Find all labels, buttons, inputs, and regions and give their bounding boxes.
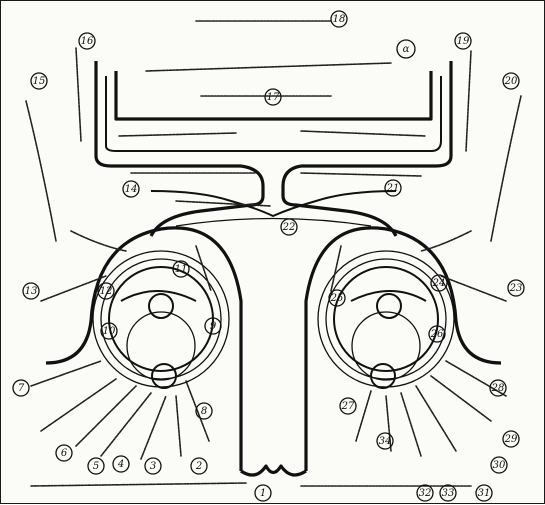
callout-7: 7 — [13, 380, 29, 396]
callout-24-label: 24 — [432, 278, 446, 289]
callout-26: 26 — [429, 326, 445, 342]
callout-31-label: 31 — [478, 488, 491, 499]
callout-17-label: 17 — [267, 92, 280, 103]
arabic-annotations — [26, 21, 521, 486]
callout-22-label: 22 — [282, 222, 296, 233]
callout-25-label: 25 — [330, 293, 344, 304]
callout-15: 15 — [31, 73, 47, 89]
callout-28: 28 — [490, 380, 506, 396]
callout-21: 21 — [385, 180, 401, 196]
callout-25: 25 — [329, 290, 345, 306]
callout-10-label: 10 — [103, 326, 116, 337]
callout-12: 12 — [98, 283, 114, 299]
callout-18: 18 — [331, 11, 347, 27]
callout-8: 8 — [196, 403, 212, 419]
callout-8-label: 8 — [201, 406, 207, 417]
callout-14: 14 — [123, 181, 139, 197]
callout-24: 24 — [431, 275, 447, 291]
callout-29: 29 — [503, 431, 519, 447]
callout-10: 10 — [101, 323, 117, 339]
callout-20-label: 20 — [504, 76, 518, 87]
callout-alpha-label: α — [403, 44, 410, 55]
nose-shape — [241, 466, 306, 475]
callout-3-label: 3 — [150, 461, 156, 472]
callout-27-label: 27 — [341, 401, 355, 412]
callout-33-label: 33 — [442, 488, 455, 499]
callout-5-label: 5 — [93, 461, 99, 472]
callout-alpha: α — [397, 40, 415, 58]
callout-14-label: 14 — [125, 184, 138, 195]
callout-28-label: 28 — [491, 383, 505, 394]
callout-6-label: 6 — [61, 448, 68, 459]
callout-30: 30 — [491, 457, 507, 473]
callout-3: 3 — [145, 458, 161, 474]
callout-12-label: 12 — [100, 286, 113, 297]
callout-16: 16 — [79, 33, 95, 49]
right-eye — [306, 228, 501, 471]
callout-9: 9 — [205, 318, 221, 334]
callout-4-label: 4 — [117, 459, 124, 470]
callout-29-label: 29 — [504, 434, 518, 445]
callout-32: 32 — [417, 485, 433, 501]
callout-5: 5 — [88, 458, 104, 474]
callout-27: 27 — [340, 398, 356, 414]
callout-13: 13 — [23, 283, 39, 299]
callout-23: 23 — [508, 280, 524, 296]
callout-31: 31 — [476, 485, 492, 501]
callout-21-label: 21 — [386, 183, 400, 194]
callout-6: 6 — [56, 445, 72, 461]
callout-11-label: 11 — [175, 264, 188, 275]
callout-7-label: 7 — [18, 383, 25, 394]
callout-17: 17 — [265, 89, 281, 105]
callout-16-label: 16 — [81, 36, 94, 47]
callout-19: 19 — [455, 33, 471, 49]
callout-15-label: 15 — [33, 76, 46, 87]
callout-30-label: 30 — [493, 460, 506, 471]
callout-33: 33 — [440, 485, 456, 501]
callout-1-label: 1 — [260, 488, 266, 499]
callout-32-label: 32 — [419, 488, 432, 499]
callout-34: 34 — [377, 433, 393, 449]
callout-34-label: 34 — [379, 436, 392, 447]
callout-11: 11 — [173, 261, 189, 277]
callout-4: 4 — [113, 456, 129, 472]
callout-20: 20 — [503, 73, 519, 89]
callout-13-label: 13 — [25, 286, 38, 297]
callout-9-label: 9 — [210, 321, 217, 332]
callout-19-label: 19 — [457, 36, 470, 47]
callout-1: 1 — [255, 485, 271, 501]
callout-18-label: 18 — [333, 14, 346, 25]
callout-23-label: 23 — [509, 283, 523, 294]
callout-2-label: 2 — [195, 461, 202, 472]
callout-2: 2 — [191, 458, 207, 474]
header-bracket-outer — [96, 61, 451, 166]
callout-26-label: 26 — [430, 329, 444, 340]
callout-22: 22 — [281, 219, 297, 235]
left-eye — [46, 228, 241, 471]
